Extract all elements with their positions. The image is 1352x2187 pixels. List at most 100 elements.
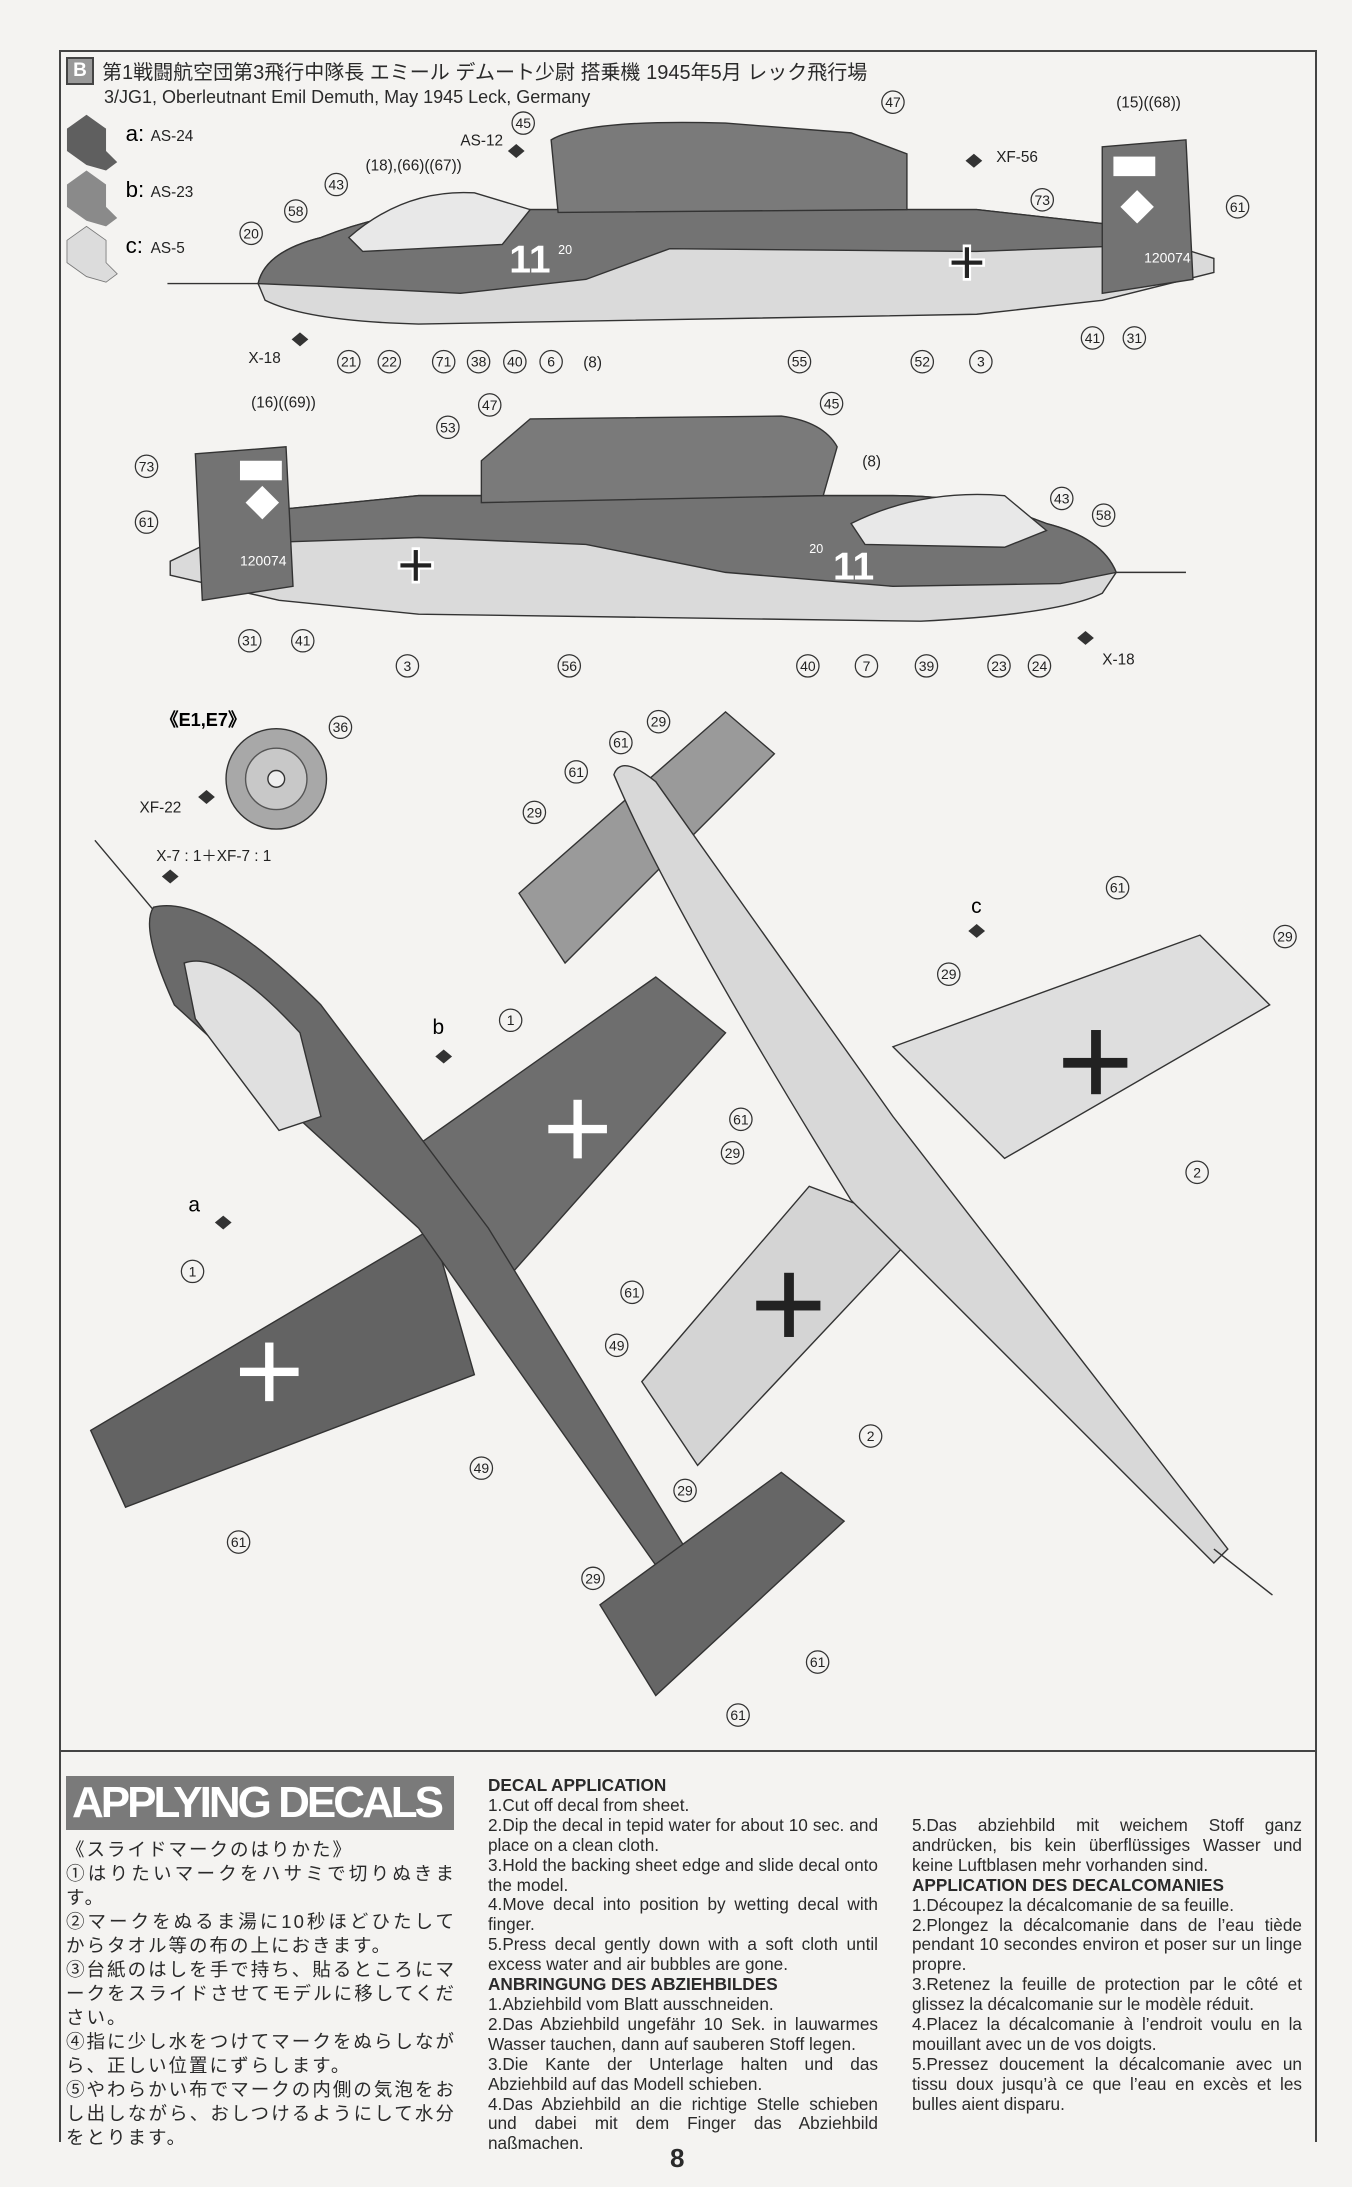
diagram-shape — [66, 114, 118, 171]
callout-number: 47 — [482, 397, 498, 413]
callout-circle — [969, 349, 993, 374]
diagram-shape — [891, 934, 1271, 1160]
callout-number: 58 — [288, 203, 304, 219]
callout-number: 29 — [651, 714, 667, 730]
callout-number: 49 — [609, 1337, 625, 1353]
balkenkreuz — [548, 1099, 607, 1159]
jp-step: ①はりたいマークをハサミで切りぬきます。 — [66, 1863, 456, 1908]
callout-number: 73 — [1034, 192, 1050, 208]
callout-number: 7 — [863, 658, 871, 674]
balkenkreuz — [756, 1272, 821, 1337]
callout-number: 71 — [431, 349, 456, 374]
callout-number: 61 — [231, 1534, 247, 1550]
callout-circle — [673, 1478, 697, 1503]
callout-circle — [1027, 654, 1052, 678]
callout-circle — [819, 391, 844, 416]
callout-number: 61 — [1230, 199, 1246, 215]
plan-view-upper: X-7 : 1＋XF-7 : 1 b a — [89, 839, 846, 1697]
diagram-shape — [965, 153, 983, 168]
callout-number: 58 — [284, 199, 308, 223]
diagram-label: AS-12 — [460, 132, 503, 149]
callout-number: 1 — [189, 1263, 197, 1279]
callout-number: 43 — [1054, 490, 1070, 506]
callout-number: 41 — [295, 633, 311, 649]
callout-number: 58 — [1091, 503, 1116, 527]
callout-number: 40 — [800, 658, 816, 674]
callout-number: 73 — [134, 454, 159, 479]
callout-number: 43 — [324, 172, 349, 197]
callout-number: 38 — [466, 349, 491, 374]
callout-number: 61 — [613, 735, 629, 751]
callout-number: 45 — [515, 115, 531, 131]
callout-number: 6 — [539, 349, 563, 374]
callout-number: 29 — [646, 709, 671, 734]
callout-number: 61 — [729, 1107, 753, 1132]
plan-view-callouts: 1 61 1 49 49 61 29 61 61 29 61 61 29 61 … — [180, 709, 1297, 1727]
callout-number: 73 — [1030, 188, 1055, 212]
callout-number: 45 — [511, 111, 536, 135]
callout-circle — [226, 1530, 251, 1554]
callout-number: 29 — [522, 800, 547, 825]
callout-circle — [914, 654, 939, 678]
callout-number: 61 — [1225, 195, 1250, 219]
decals-jp-column: APPLYING DECALS 《スライドマークのはりかた》 ①はりたいマークを… — [66, 1776, 456, 2150]
callout-circle — [604, 1333, 629, 1358]
callout-number: 23 — [991, 658, 1007, 674]
callout-number: 29 — [677, 1482, 693, 1498]
diagram-shape — [198, 790, 215, 804]
diagram-shape — [291, 332, 309, 347]
callout-circle — [1091, 503, 1116, 527]
callout-number: 24 — [1032, 658, 1048, 674]
diagram-label: 20 — [558, 243, 572, 257]
title-jp: 第1戦闘航空団第3飛行中隊長 エミール デムート少尉 搭乗機 1945年5月 レ… — [102, 62, 868, 84]
title-en: 3/JG1, Oberleutnant Emil Demuth, May 194… — [104, 87, 591, 107]
jp-step: ②マークをぬるま湯に10秒ほどひたしてからタオル等の布の上におきます。 — [66, 1911, 456, 1956]
callout-number: 2 — [1185, 1160, 1209, 1185]
callout-number: 3 — [969, 349, 993, 374]
callout-number: 29 — [1273, 924, 1297, 949]
callout-number: 23 — [987, 654, 1011, 678]
diagram-label: AS-5 — [151, 240, 185, 257]
callout-number: 24 — [1027, 654, 1052, 678]
callout-circle — [1185, 1160, 1209, 1185]
callout-circle — [237, 628, 262, 653]
diagram-shape — [573, 1099, 582, 1159]
diagram-label: X-7 : 1＋XF-7 : 1 — [156, 848, 271, 865]
de-step: 4.Das Abziehbild an die richtige Stelle … — [488, 2093, 878, 2154]
callout-number: 45 — [824, 396, 840, 412]
callout-circle — [498, 1008, 523, 1033]
callout-number: 41 — [290, 628, 315, 653]
callout-circle — [726, 1703, 750, 1727]
callout-number: 52 — [915, 354, 931, 370]
callout-number: 61 — [564, 760, 589, 784]
diagram-shape — [267, 769, 286, 788]
callout-circle — [290, 628, 315, 653]
callout-circle — [1225, 195, 1250, 219]
callout-circle — [796, 654, 820, 678]
side-view-right: 120074 11 20 X-18 — [169, 415, 1186, 668]
callout-number: 29 — [941, 966, 957, 982]
jp-heading: 《スライドマークのはりかた》 — [66, 1839, 354, 1860]
callout-circle — [729, 1107, 753, 1132]
callout-number: 43 — [328, 176, 344, 192]
callout-circle — [466, 349, 491, 374]
decals-de-fr-column: 5.Das abziehbild mit weichem Stoff ganz … — [912, 1776, 1302, 2115]
callout-number: 29 — [720, 1141, 745, 1165]
diagram-label: c: — [126, 233, 143, 258]
callout-number: 49 — [474, 1460, 490, 1476]
callout-circle — [436, 415, 460, 440]
paint-chip-a: a:AS-24 — [66, 114, 194, 171]
callout-number: 61 — [568, 764, 584, 780]
callout-circle — [646, 709, 671, 734]
callout-circle — [1273, 924, 1297, 949]
callout-circle — [284, 199, 308, 223]
callout-number: 40 — [796, 654, 820, 678]
plan-view-lower: c — [518, 710, 1273, 1596]
page-frame — [59, 50, 1317, 2142]
diagram-shape — [413, 550, 418, 581]
en-heading: DECAL APPLICATION — [488, 1775, 667, 1795]
callout-number: 58 — [1096, 507, 1112, 523]
diagram-shape — [550, 121, 908, 214]
side-view-left-callouts: 45 47 (15)((68)) 73 61 43 (18),(66)((67)… — [239, 90, 1250, 374]
